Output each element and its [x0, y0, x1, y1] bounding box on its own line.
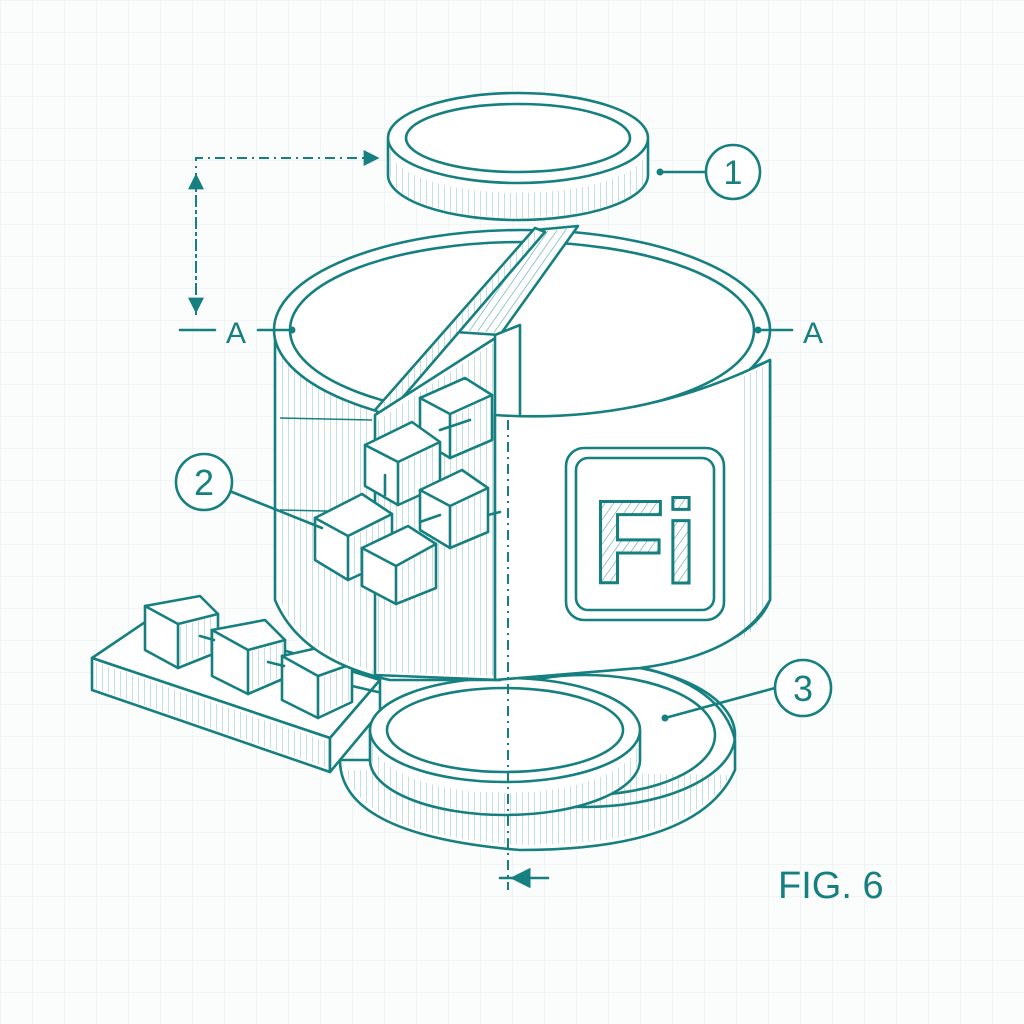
leader-line-1 — [656, 168, 707, 176]
dimension-lines — [178, 150, 550, 890]
callout-circle-2 — [174, 452, 234, 512]
bottom-disc — [368, 676, 642, 817]
internal-cube-5 — [360, 524, 438, 606]
section-line-right — [754, 326, 794, 334]
top-disc — [386, 91, 650, 222]
logo-text: Fi — [593, 477, 698, 609]
section-mark-right: A — [803, 317, 823, 350]
callout-circle-3 — [773, 658, 833, 718]
callout-label-3: 3 — [793, 668, 813, 709]
strip-connectors — [198, 634, 380, 694]
internal-cube-3 — [418, 468, 490, 550]
callout-circle-1 — [704, 143, 762, 201]
figure-label: FIG. 6 — [778, 865, 884, 907]
strip-cube-2 — [210, 618, 287, 696]
strip-cube-1 — [143, 594, 220, 670]
fi-logo-emblem — [564, 446, 726, 622]
leader-line-3 — [661, 686, 777, 722]
leader-line-2 — [230, 490, 324, 530]
internal-connectors — [383, 418, 502, 524]
callout-label-2: 2 — [194, 462, 214, 503]
callout-label-1: 1 — [724, 154, 743, 192]
strip-cube-3 — [280, 642, 354, 720]
section-mark-left: A — [226, 317, 246, 350]
section-line-left — [256, 326, 296, 334]
